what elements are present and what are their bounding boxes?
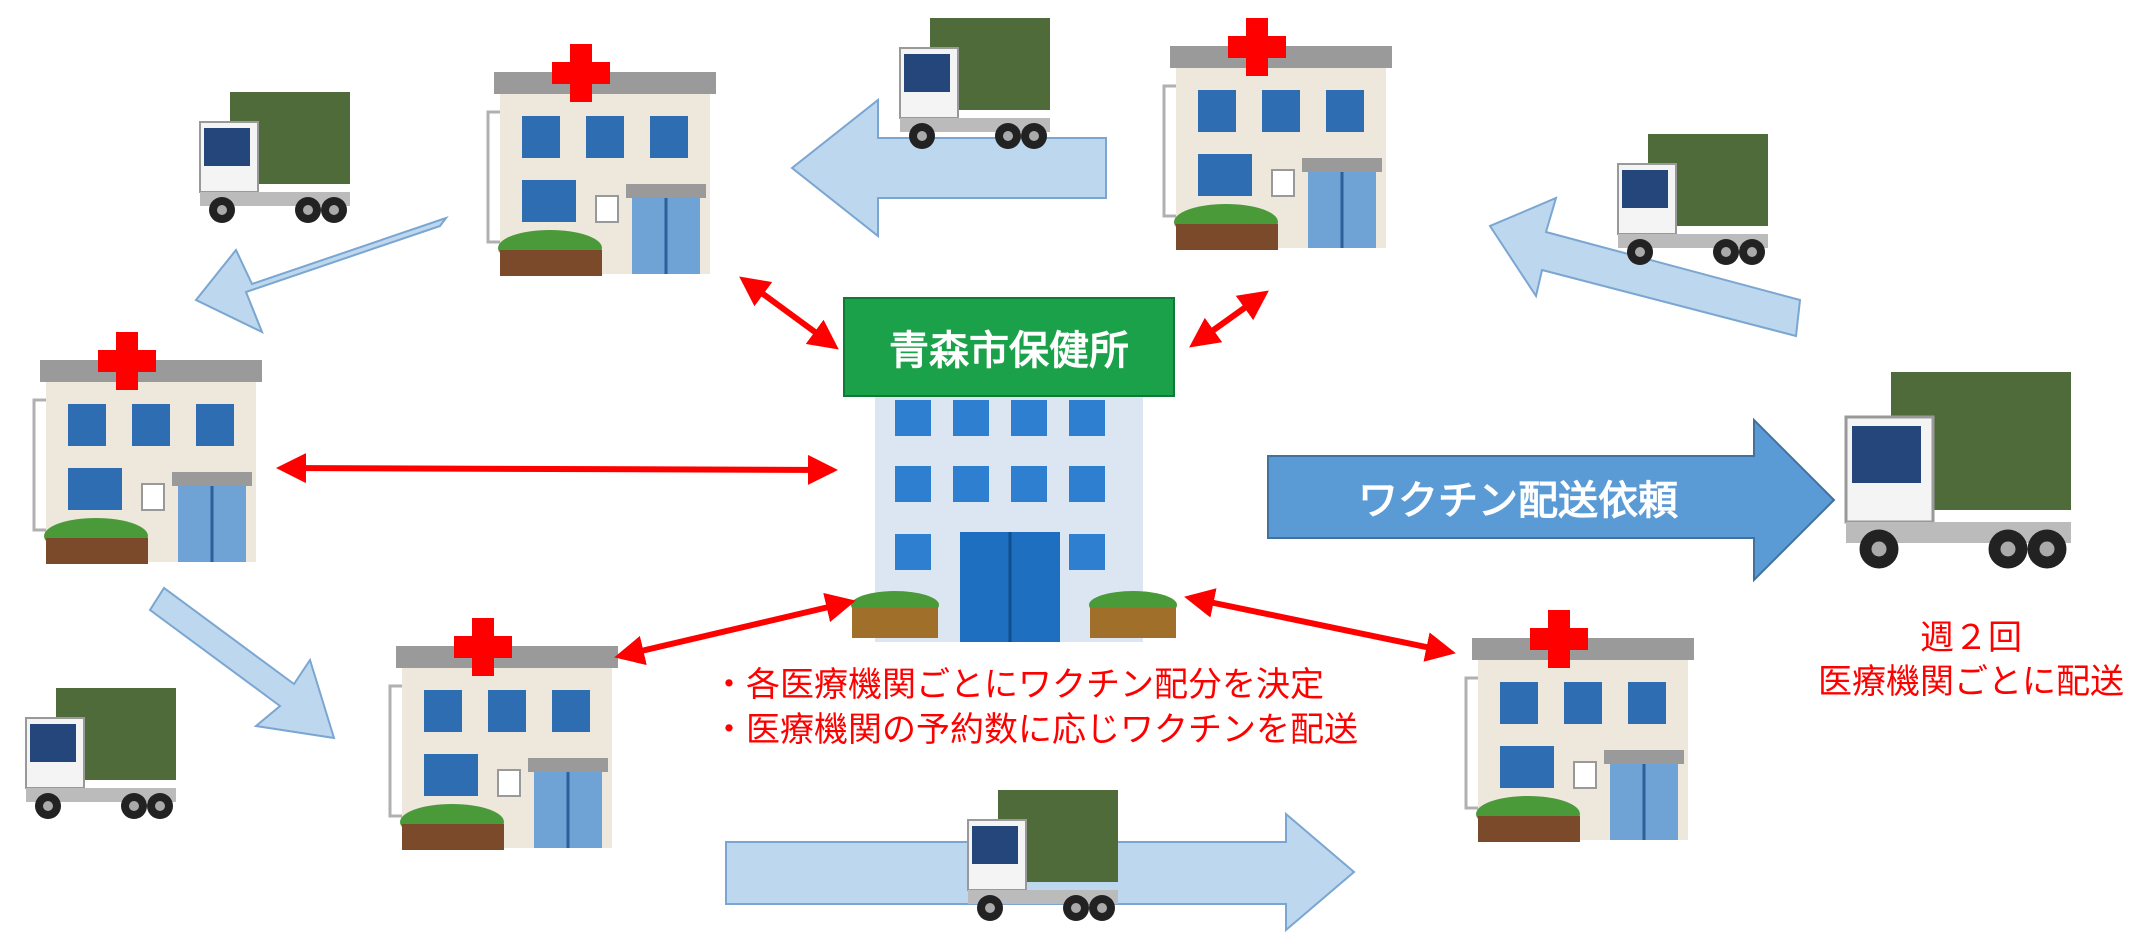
- frequency-line: 週２回: [1920, 618, 2022, 658]
- hospital-icon: [486, 42, 718, 278]
- delivery-request-label: ワクチン配送依頼: [1358, 478, 1678, 524]
- frequency-line: 医療機関ごとに配送: [1818, 662, 2124, 702]
- truck-icon: [1617, 133, 1769, 266]
- large-truck-icon: [1844, 370, 2073, 570]
- link-arrow: [614, 592, 856, 666]
- link-arrow: [1184, 588, 1456, 662]
- truck-icon: [25, 687, 177, 820]
- route-arrow: [148, 586, 336, 740]
- delivery-request-arrow: [1267, 417, 1836, 583]
- hospital-icon: [388, 616, 620, 852]
- truck-icon: [199, 91, 351, 224]
- truck-icon: [967, 789, 1119, 922]
- hospital-icon: [32, 330, 264, 566]
- note-line: ・医療機関の予約数に応じワクチンを配送: [712, 710, 1358, 750]
- note-line: ・各医療機関ごとにワクチン配分を決定: [712, 665, 1324, 705]
- link-arrow: [739, 276, 839, 350]
- delivery-frequency: 週２回 医療機関ごとに配送: [1786, 616, 2153, 704]
- link-arrow: [1189, 290, 1269, 348]
- health-center-building: [851, 392, 1177, 642]
- allocation-notes: ・各医療機関ごとにワクチン配分を決定 ・医療機関の予約数に応じワクチンを配送: [712, 663, 1358, 753]
- hospital-icon: [1162, 16, 1394, 252]
- link-arrow: [276, 453, 838, 485]
- route-arrow: [194, 216, 449, 335]
- route-arrow: [790, 97, 1107, 239]
- health-center-name: 青森市保健所: [889, 328, 1129, 374]
- health-center-label-box: [843, 297, 1175, 397]
- hospital-icon: [1464, 608, 1696, 844]
- truck-icon: [899, 17, 1051, 150]
- route-arrow: [1488, 196, 1802, 338]
